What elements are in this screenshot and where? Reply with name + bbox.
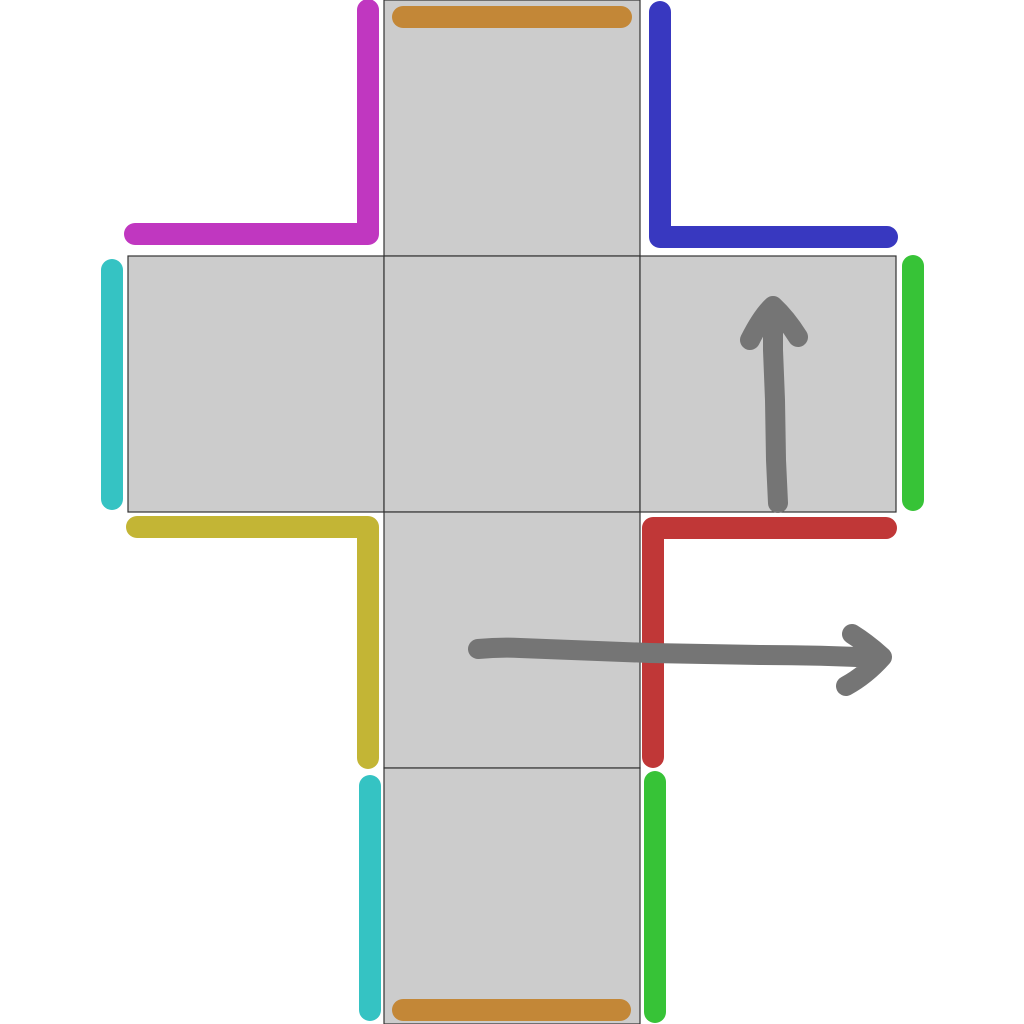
right-arrow-icon [468,624,892,696]
edge-blue [649,1,898,248]
face-left [127,255,385,513]
edge-red [642,517,897,768]
face-center [383,255,641,513]
up-arrow-icon [740,296,808,513]
edge-magenta [124,0,379,245]
arrows [468,296,892,696]
face-bottom [383,767,641,1024]
edge-markers [101,0,924,1023]
face-top [383,0,641,257]
edge-yellow [126,516,379,769]
